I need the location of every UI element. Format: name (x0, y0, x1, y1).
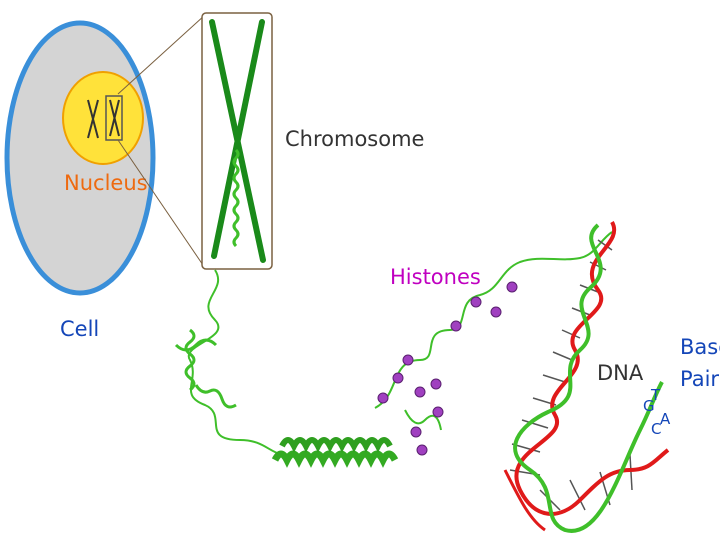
histone-bead (430, 378, 442, 390)
nucleus-chromosome-icon (87, 95, 123, 141)
histone-bead (490, 306, 502, 318)
helix-strand-red (514, 221, 670, 516)
dna-double-helix (503, 221, 670, 533)
nucleus-label: Nucleus (64, 171, 148, 195)
helix-strand-red-2 (503, 469, 546, 532)
histone-bead (410, 426, 422, 438)
histone-bead (506, 281, 518, 293)
chromosome-coil (232, 148, 240, 248)
histone-bead (402, 354, 414, 366)
base-letters: G T C A (643, 386, 671, 438)
cell: Nucleus Cell (4, 20, 156, 341)
helix-strand-green (513, 223, 664, 533)
base-letter-c: C (651, 420, 661, 438)
histone-bead (414, 386, 426, 398)
base-letter-a: A (660, 410, 671, 428)
chromatin-fiber (174, 231, 613, 468)
chromosome-x-shape (209, 19, 266, 263)
histone-bead (377, 392, 389, 404)
zoom-lines (117, 14, 206, 269)
base-pairs-label-line1: Base (680, 335, 720, 359)
cell-label: Cell (60, 317, 99, 341)
histone-bead (470, 296, 482, 308)
base-pairs-label-line2: Pairs (680, 367, 720, 391)
nucleus (62, 71, 144, 165)
histone-bead (416, 444, 428, 456)
base-letter-t: T (650, 386, 661, 404)
histone-beads (377, 281, 518, 456)
histone-bead (450, 320, 462, 332)
base-letter-g: G (643, 397, 655, 415)
histone-bead (392, 372, 404, 384)
histones-label: Histones (390, 265, 481, 289)
chromosome-box: Chromosome (201, 12, 424, 270)
chromosome-label: Chromosome (285, 127, 424, 151)
dna-label: DNA (597, 361, 644, 385)
cell-body (4, 20, 156, 296)
histone-bead (432, 406, 444, 418)
